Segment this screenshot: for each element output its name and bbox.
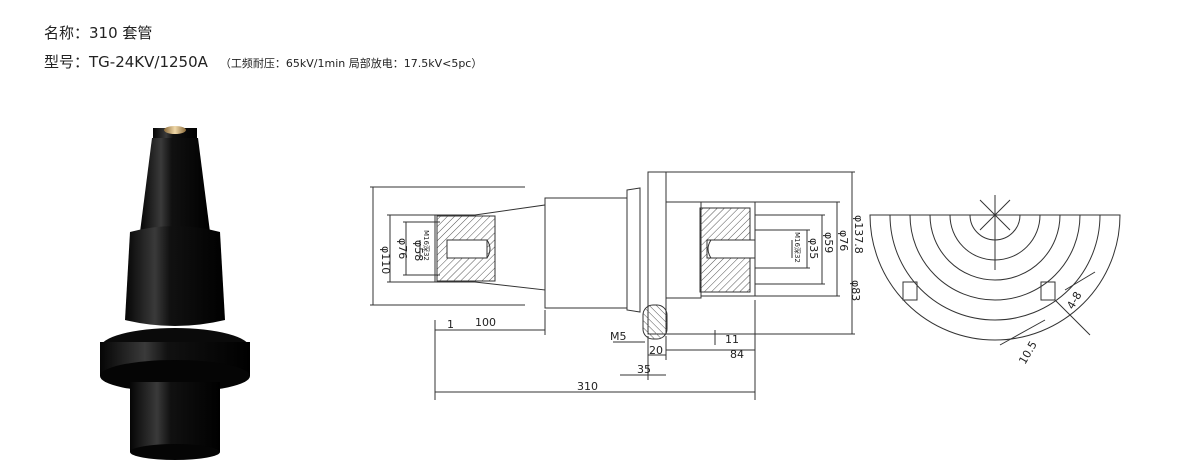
len-100: 100 [475,316,496,329]
slot-4-8: 4-8 [1064,289,1084,311]
thread-left: M16深32 [422,230,431,261]
len-1: 1 [447,318,454,331]
dim-137-8: φ137.8 [852,215,865,254]
name-value: 310 套管 [89,24,153,42]
model-value: TG-24KV/1250A [89,53,208,71]
len-84: 84 [730,348,744,361]
dim-76-left: φ76 [396,238,409,259]
product-name: 名称：310 套管 [44,22,152,43]
bolt-m5: M5 [610,330,627,343]
dim-58: φ58 [412,240,425,261]
dim-110: φ110 [379,246,392,274]
spec-note: （工频耐压：65kV/1min 局部放电：17.5kV<5pc） [219,57,483,70]
len-310: 310 [577,380,598,393]
product-model: 型号：TG-24KV/1250A （工频耐压：65kV/1min 局部放电：17.… [44,51,482,72]
name-label: 名称： [44,24,90,42]
dim-59: φ59 [822,232,835,253]
dimension-drawing: φ110 φ76 φ58 M16深32 1 100 M16深32 φ35 φ59… [370,171,1121,400]
model-label: 型号： [44,53,90,71]
len-35: 35 [637,363,651,376]
len-20: 20 [649,344,663,357]
len-11: 11 [725,333,739,346]
dim-83: φ83 [849,280,862,301]
thread-right: M16深32 [793,232,802,263]
dim-35: φ35 [807,238,820,259]
left-dimensions: φ110 φ76 φ58 M16深32 1 100 [379,230,496,331]
dim-76-right: φ76 [837,230,850,251]
slot-10-5: 10.5 [1016,339,1040,367]
bushing-photo [100,126,250,460]
right-dimensions: M16深32 φ35 φ59 φ76 φ83 φ137.8 [793,215,865,301]
